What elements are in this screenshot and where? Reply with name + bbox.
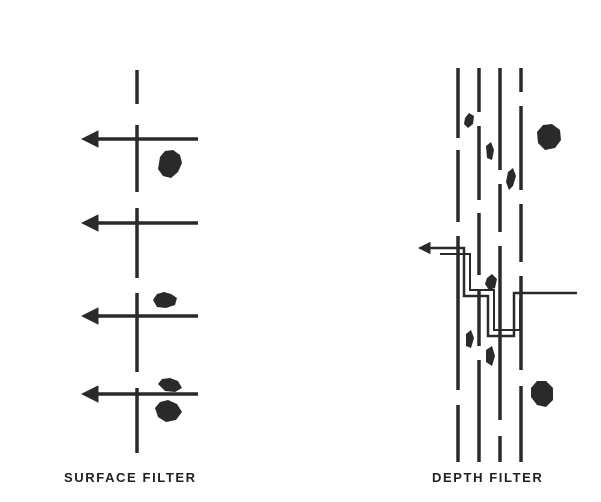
depth-filter-diagram: [418, 68, 577, 462]
surface-filter-label: SURFACE FILTER: [64, 470, 197, 485]
depth-particle: [486, 346, 495, 366]
depth-flow-path: [418, 241, 577, 338]
depth-particle: [466, 330, 474, 348]
depth-filter-label: DEPTH FILTER: [432, 470, 544, 485]
depth-particle: [464, 113, 474, 128]
depth-particle: [537, 124, 561, 150]
surface-filter-diagram: [81, 70, 198, 453]
depth-particle: [486, 142, 494, 160]
surface-particle: [155, 400, 182, 422]
surface-particle: [158, 378, 182, 392]
depth-particle: [531, 381, 553, 407]
depth-particle: [485, 274, 497, 290]
surface-particle: [153, 292, 177, 308]
depth-flow-path-inner: [440, 253, 521, 331]
depth-particle: [506, 168, 516, 190]
surface-particle: [158, 150, 182, 178]
